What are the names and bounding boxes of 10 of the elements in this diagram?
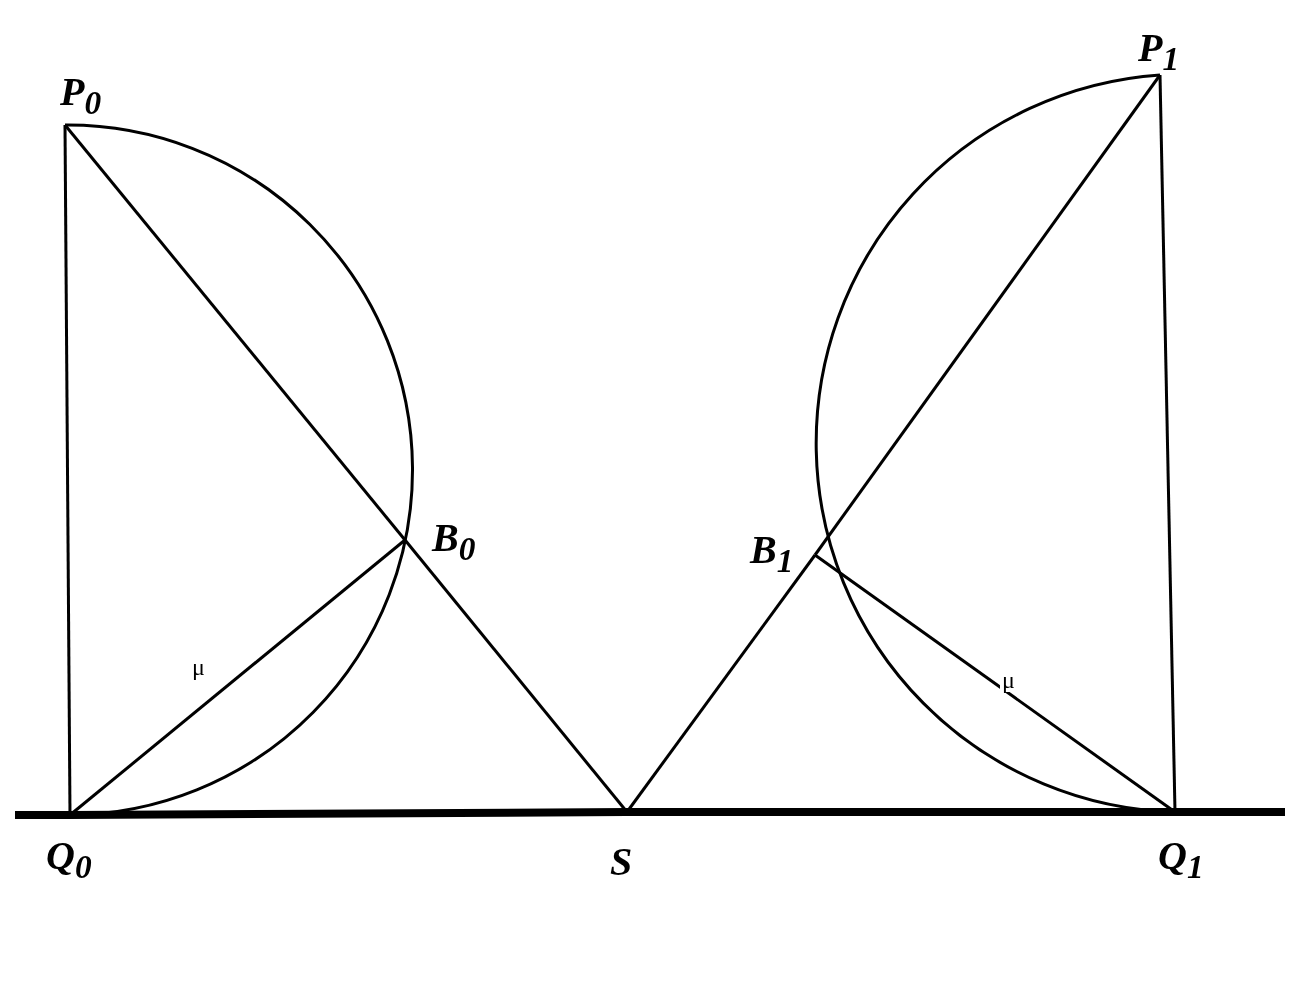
point-label: P$_{0}$: [60, 72, 102, 120]
point-label: P$_{1}$: [1138, 28, 1180, 76]
point-label: B$_{1}$: [750, 530, 794, 578]
point-label: S: [610, 842, 633, 882]
line: [63, 124, 407, 541]
line: [813, 74, 1162, 556]
point-label: B$_{0}$: [432, 518, 476, 566]
ground-line: [69, 808, 628, 819]
point-label: Q$_{0}$: [46, 836, 92, 884]
point-label: Q$_{1}$: [1158, 836, 1204, 884]
